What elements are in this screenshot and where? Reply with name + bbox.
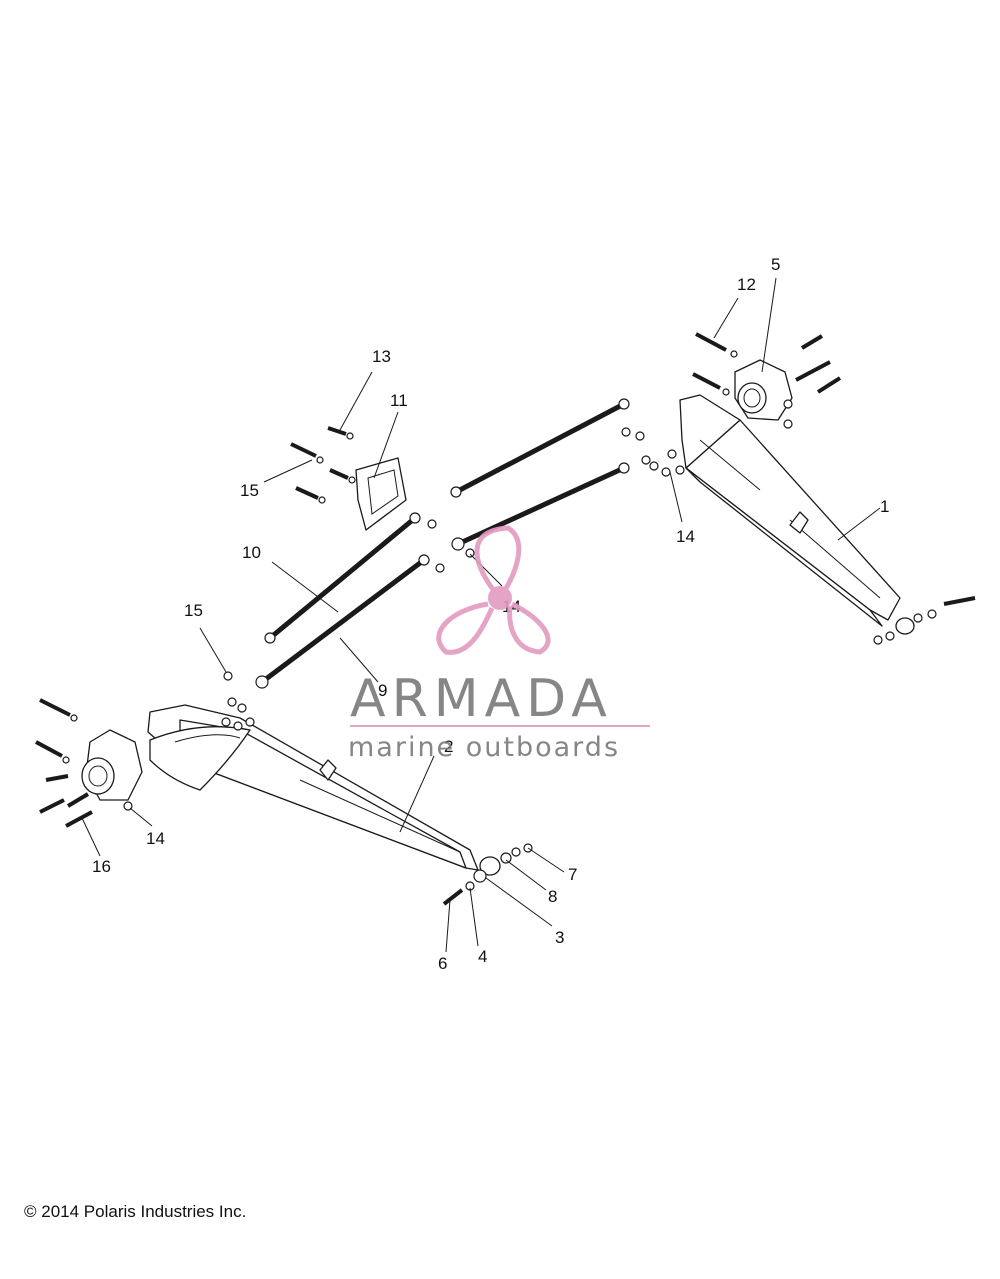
callout-4: 4	[478, 947, 487, 966]
propeller-logo-icon	[436, 525, 551, 655]
callout-14-left: 14	[146, 829, 165, 848]
callout-12: 12	[737, 275, 756, 294]
callout-16: 16	[92, 857, 111, 876]
callouts: 1 2 3 4 5 6 7 8 9 10 11 12 13 14 14 14 1…	[92, 255, 889, 973]
callout-7: 7	[568, 865, 577, 884]
bearing-carrier-right	[734, 359, 793, 421]
callout-9: 9	[378, 681, 387, 700]
callout-15-upper: 15	[240, 481, 259, 500]
callout-15-lower: 15	[184, 601, 203, 620]
callout-10: 10	[242, 543, 261, 562]
callout-14-right: 14	[676, 527, 695, 546]
control-rod-upper-right	[450, 398, 630, 498]
control-rod-lower-right	[451, 462, 630, 551]
callout-8: 8	[548, 887, 557, 906]
callout-11: 11	[390, 391, 408, 410]
watermark-title: ARMADA	[350, 669, 613, 729]
control-rod-10	[264, 512, 421, 644]
control-rod-9	[255, 554, 430, 689]
nut-group	[62, 350, 937, 891]
callout-1: 1	[880, 497, 889, 516]
bearing-carrier-left	[81, 729, 143, 801]
trailing-arm-right	[679, 394, 915, 635]
leader-lines	[81, 277, 881, 953]
callout-2: 2	[444, 737, 453, 756]
callout-5: 5	[771, 255, 780, 274]
copyright-text: © 2014 Polaris Industries Inc.	[24, 1202, 247, 1221]
callout-6: 6	[438, 954, 447, 973]
bolt-group	[35, 332, 976, 906]
mount-bracket	[355, 457, 407, 531]
callout-13: 13	[372, 347, 391, 366]
callout-3: 3	[555, 928, 564, 947]
watermark-subtitle: marine outboards	[348, 732, 620, 763]
watermark: ARMADA marine outboards	[348, 525, 650, 763]
trailing-arm-left	[147, 704, 501, 876]
